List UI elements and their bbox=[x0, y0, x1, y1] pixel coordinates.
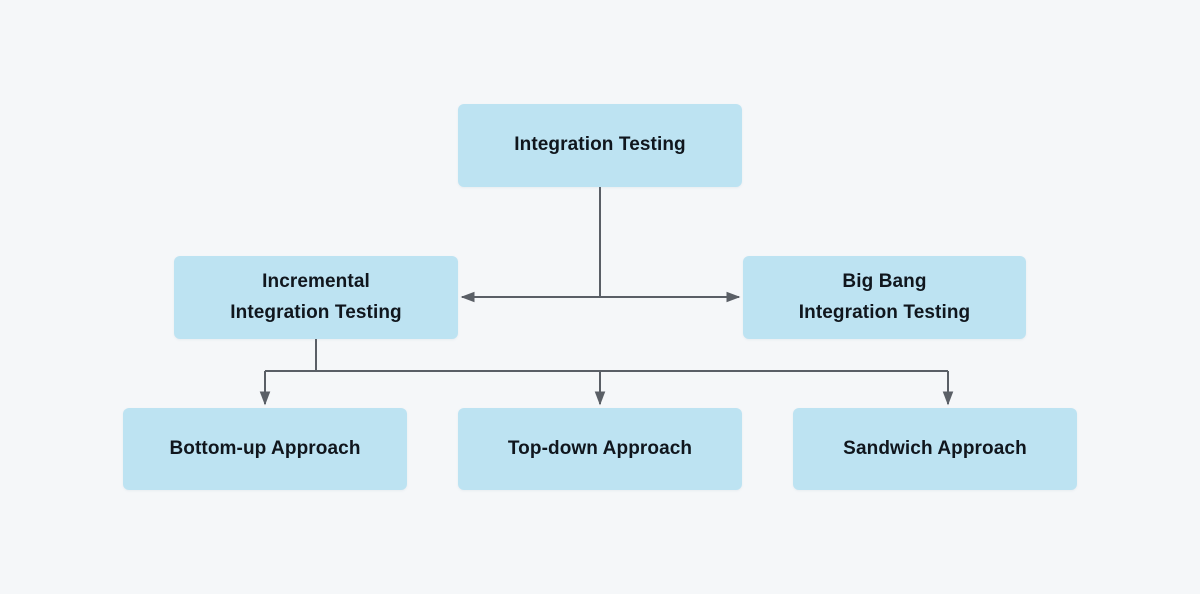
node-big-bang-integration-testing[interactable]: Big Bang Integration Testing bbox=[743, 256, 1026, 339]
node-big-bang-integration-testing-label: Big Bang Integration Testing bbox=[799, 267, 971, 329]
node-top-down-approach-label: Top-down Approach bbox=[508, 434, 692, 465]
node-label-line: Integration Testing bbox=[514, 134, 686, 156]
node-bottom-up-approach[interactable]: Bottom-up Approach bbox=[123, 408, 407, 490]
node-incremental-integration-testing[interactable]: Incremental Integration Testing bbox=[174, 256, 458, 339]
node-label-line: Sandwich Approach bbox=[843, 437, 1027, 459]
node-bottom-up-approach-label: Bottom-up Approach bbox=[169, 434, 360, 465]
node-incremental-integration-testing-label: Incremental Integration Testing bbox=[230, 267, 402, 329]
node-integration-testing-label: Integration Testing bbox=[514, 130, 686, 161]
node-sandwich-approach[interactable]: Sandwich Approach bbox=[793, 408, 1077, 490]
node-label-line: Integration Testing bbox=[798, 301, 971, 323]
node-sandwich-approach-label: Sandwich Approach bbox=[843, 434, 1027, 465]
node-label-line: Incremental bbox=[262, 270, 370, 292]
node-label-line: Big Bang bbox=[842, 270, 927, 292]
node-top-down-approach[interactable]: Top-down Approach bbox=[458, 408, 742, 490]
node-label-line: Top-down Approach bbox=[507, 437, 693, 459]
node-integration-testing[interactable]: Integration Testing bbox=[458, 104, 742, 187]
node-label-line: Integration Testing bbox=[230, 301, 402, 323]
node-label-line: Bottom-up Approach bbox=[169, 437, 361, 459]
